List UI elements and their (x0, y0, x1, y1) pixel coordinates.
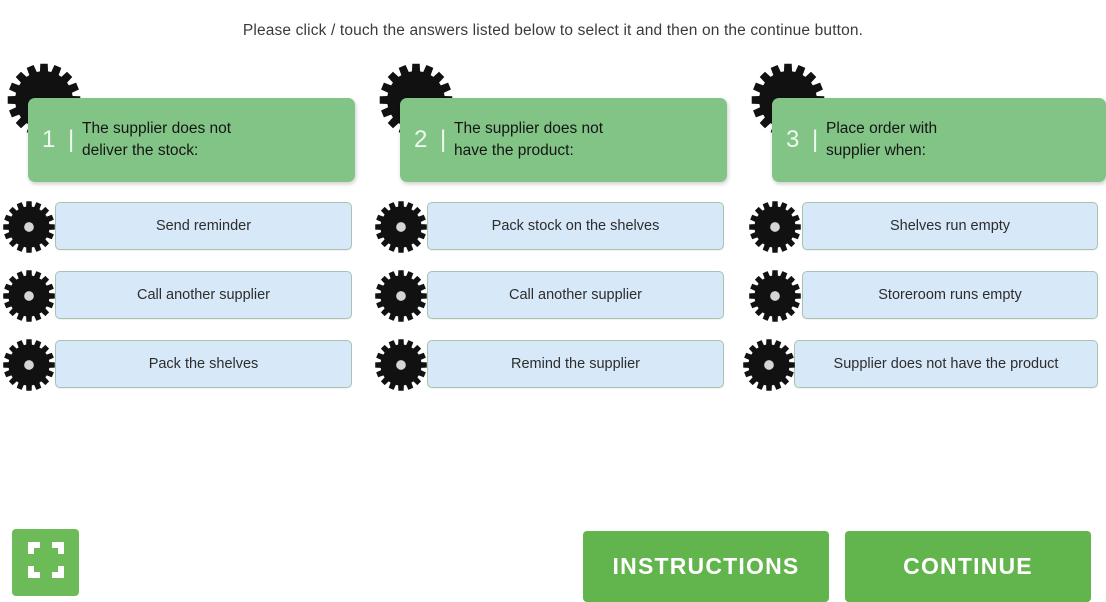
question-number: 1 | (42, 126, 78, 153)
question-header-card-1: 1 | The supplier does not deliver the st… (28, 98, 355, 182)
fullscreen-icon (24, 538, 68, 587)
answer-option[interactable]: Call another supplier (55, 271, 352, 319)
answer-row: Pack the shelves (0, 330, 370, 399)
answer-row: Remind the supplier (372, 330, 742, 399)
question-title: The supplier does not deliver the stock: (82, 119, 232, 159)
question-number: 2 | (414, 126, 450, 153)
answer-row: Shelves run empty (744, 192, 1106, 261)
question-number: 3 | (786, 126, 822, 153)
answer-row: Supplier does not have the product (742, 330, 1106, 399)
question-title: Place order with supplier when: (826, 119, 938, 159)
answer-list-3: Shelves run empty Storeroom runs empty S… (742, 192, 1106, 399)
answer-row: Pack stock on the shelves (372, 192, 742, 261)
answer-row: Storeroom runs empty (744, 261, 1106, 330)
answer-option[interactable]: Shelves run empty (802, 202, 1098, 250)
answer-row: Send reminder (0, 192, 370, 261)
question-header-card-2: 2 | The supplier does not have the produ… (400, 98, 727, 182)
gear-icon (748, 269, 802, 323)
answer-option[interactable]: Remind the supplier (427, 340, 724, 388)
answer-option[interactable]: Pack the shelves (55, 340, 352, 388)
answer-option[interactable]: Storeroom runs empty (802, 271, 1098, 319)
gear-icon (748, 200, 802, 254)
question-header-card-3: 3 | Place order with supplier when: (772, 98, 1106, 182)
answer-option[interactable]: Pack stock on the shelves (427, 202, 724, 250)
continue-button[interactable]: CONTINUE (845, 531, 1091, 602)
gear-icon (374, 338, 428, 392)
gear-icon (2, 200, 56, 254)
gear-icon (2, 269, 56, 323)
instruction-text: Please click / touch the answers listed … (242, 22, 864, 39)
gear-icon (374, 269, 428, 323)
gear-icon (374, 200, 428, 254)
answer-option[interactable]: Call another supplier (427, 271, 724, 319)
answer-row: Call another supplier (372, 261, 742, 330)
fullscreen-button[interactable] (12, 529, 79, 596)
answer-option[interactable]: Send reminder (55, 202, 352, 250)
instructions-button[interactable]: INSTRUCTIONS (583, 531, 829, 602)
answer-list-2: Pack stock on the shelves Call another s… (372, 192, 742, 399)
answer-list-1: Send reminder Call another supplier Pack… (0, 192, 370, 399)
gear-icon (742, 338, 796, 392)
answer-row: Call another supplier (0, 261, 370, 330)
question-title: The supplier does not have the product: (454, 119, 604, 159)
gear-icon (2, 338, 56, 392)
answer-option[interactable]: Supplier does not have the product (794, 340, 1098, 388)
